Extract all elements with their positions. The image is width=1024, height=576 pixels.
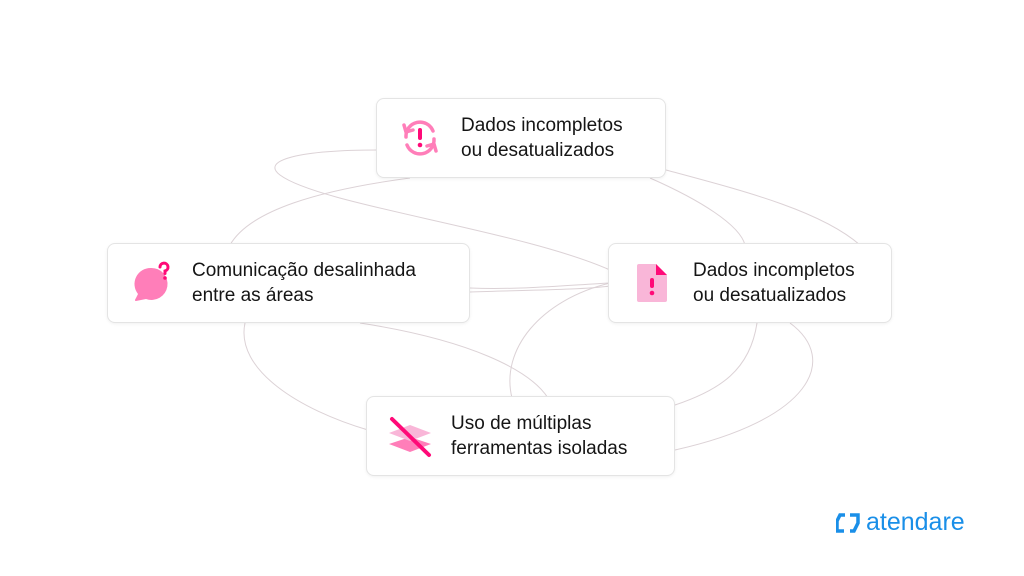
logo-text: atendare xyxy=(866,508,965,536)
atendare-logo: atendare xyxy=(836,508,965,537)
card-line2: ou desatualizados xyxy=(693,285,847,306)
card-outdated-data-right: Dados incompletos ou desatualizados xyxy=(608,243,892,323)
card-line1: Uso de múltiplas xyxy=(451,413,592,434)
card-line1: Comunicação desalinhada xyxy=(192,260,416,281)
card-line2: ferramentas isoladas xyxy=(451,438,628,459)
card-misaligned-communication: Comunicação desalinhada entre as áreas xyxy=(107,243,470,323)
refresh-alert-icon xyxy=(402,120,438,156)
card-line2: ou desatualizados xyxy=(461,140,615,161)
card-line1: Dados incompletos xyxy=(461,115,623,136)
file-alert-icon xyxy=(637,264,667,302)
layers-off-icon xyxy=(389,417,431,457)
chat-question-icon xyxy=(134,261,170,301)
card-line1: Dados incompletos xyxy=(693,260,855,281)
card-outdated-data-top: Dados incompletos ou desatualizados xyxy=(376,98,666,178)
card-line2: entre as áreas xyxy=(192,285,314,306)
atendare-logo-icon xyxy=(836,512,860,533)
card-isolated-tools: Uso de múltiplas ferramentas isoladas xyxy=(366,396,675,476)
